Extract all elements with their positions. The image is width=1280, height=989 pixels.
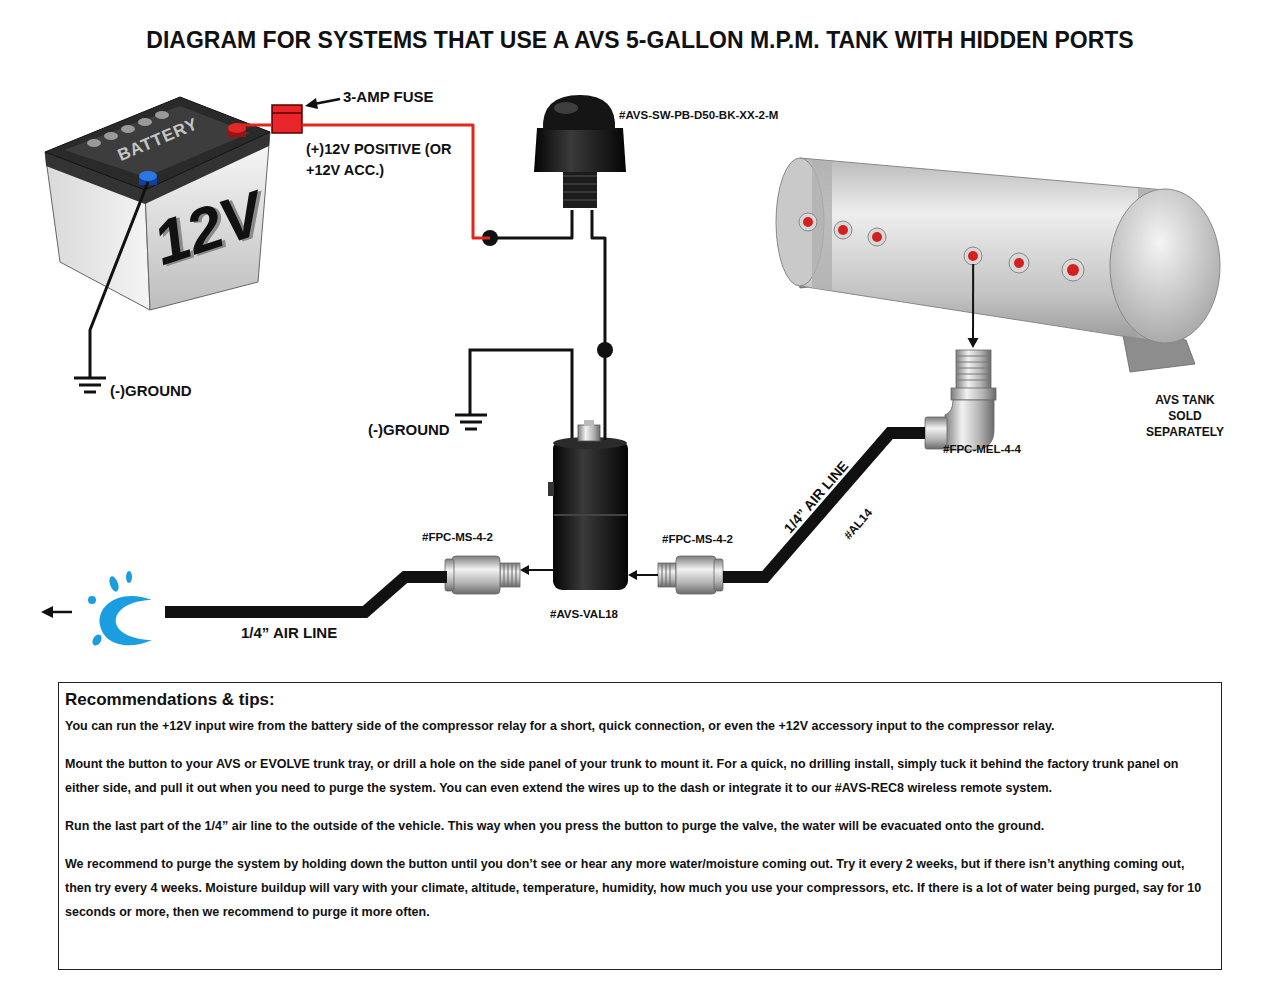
ground-wire <box>470 350 572 438</box>
connector-line <box>723 433 925 577</box>
ground-symbol <box>74 378 106 392</box>
battery-voltage: 12V <box>145 177 272 279</box>
battery-top-inner <box>64 106 250 177</box>
switch-button <box>543 95 615 130</box>
flow-arrow <box>628 570 658 580</box>
fuse-symbol <box>272 105 302 133</box>
vent-cap <box>138 118 152 126</box>
air-line <box>165 577 447 612</box>
wire-label: (+)12V POSITIVE (OR +12V ACC.) <box>306 139 476 181</box>
connector-line <box>237 123 272 126</box>
part-label: 3-AMP FUSE <box>343 88 434 105</box>
arrowhead <box>628 570 637 580</box>
ground-label: (-)GROUND <box>368 421 450 438</box>
switch-highlight <box>554 102 578 114</box>
tank-illustration <box>776 158 1220 372</box>
valve-illustration <box>548 420 628 590</box>
valve-stud <box>584 420 594 426</box>
valve-body <box>553 440 628 590</box>
flow-arrow <box>50 611 72 614</box>
ground-wire <box>90 182 148 378</box>
part-number: #AVS-SW-PB-D50-BK-XX-2-M <box>619 109 778 121</box>
drain-valve: #AVS-VAL18 <box>553 440 628 590</box>
fuse: 3-AMP FUSE <box>272 105 302 133</box>
switch-nut <box>534 128 626 172</box>
tips-box: Recommendations & tips: You can run the +… <box>58 682 1222 970</box>
connector-label: 1/4” AIR LINE <box>781 458 852 536</box>
part-number: #FPC-MS-4-2 <box>422 531 493 543</box>
connector-line <box>592 210 605 440</box>
vent-cap <box>155 111 169 119</box>
connector-line <box>490 210 572 238</box>
vent-cap <box>121 125 135 133</box>
leader-line <box>314 99 340 104</box>
straight-fitting: #FPC-MS-4-2 <box>445 553 520 597</box>
tips-paragraph: Run the last part of the 1/4” air line t… <box>65 814 1213 838</box>
water-splash <box>88 571 152 647</box>
flow-arrowhead <box>41 606 53 618</box>
tank-body <box>800 158 1165 342</box>
flow-arrow <box>520 565 553 575</box>
switch-thread <box>563 168 597 208</box>
ground-symbol <box>455 415 487 429</box>
fuse-detail <box>272 112 302 114</box>
title: DIAGRAM FOR SYSTEMS THAT USE A AVS 5-GAL… <box>0 27 1280 54</box>
junction-dot <box>597 342 613 358</box>
part-note: AVS TANK SOLD SEPARATELY <box>1139 392 1231 440</box>
junction-dot <box>482 230 498 246</box>
switch-wire <box>592 210 605 440</box>
part-number: #AVS-VAL18 <box>550 608 618 620</box>
elbow-fitting: #FPC-MEL-4-4 <box>925 348 996 448</box>
push-button-switch: #AVS-SW-PB-D50-BK-XX-2-M <box>532 95 624 210</box>
tips-paragraph: We recommend to purge the system by hold… <box>65 852 1213 924</box>
part-number: #FPC-MEL-4-4 <box>943 443 1021 455</box>
tips-heading: Recommendations & tips: <box>65 689 1213 711</box>
power-wire <box>237 124 272 125</box>
part-number: #AL14 <box>841 506 875 542</box>
line-label: 1/4” AIR LINE <box>241 624 337 641</box>
leader-arrowhead <box>305 98 318 109</box>
connector-line <box>972 264 974 340</box>
battery-top <box>45 97 270 190</box>
valve-port <box>548 482 554 496</box>
negative-terminal <box>139 171 157 181</box>
elbow-illustration <box>925 350 996 450</box>
valve-band <box>554 514 627 516</box>
port-arrow <box>968 264 979 348</box>
connector-line <box>302 125 490 238</box>
air-tank: AVS TANK SOLD SEPARATELY <box>772 152 1220 264</box>
switch-thread-lines <box>563 176 597 200</box>
power-wire <box>302 125 572 238</box>
tips-paragraph: You can run the +12V input wire from the… <box>65 714 1213 738</box>
fitting-illustration <box>445 556 520 594</box>
tank-dome <box>1110 189 1220 343</box>
air-line <box>723 433 925 577</box>
positive-terminal <box>228 123 246 133</box>
connector-line <box>635 574 658 576</box>
arrowhead <box>520 565 529 575</box>
battery: BATTERY12V <box>45 125 270 310</box>
straight-fitting: #FPC-MS-4-2 <box>658 553 723 597</box>
vent-cap <box>104 132 118 140</box>
tank-port <box>799 213 1084 281</box>
fitting-illustration <box>658 556 723 594</box>
battery-brand: BATTERY <box>115 114 201 166</box>
tips-paragraph: Mount the button to your AVS or EVOLVE t… <box>65 752 1213 800</box>
connector-line <box>527 569 553 571</box>
arrowhead <box>968 338 979 348</box>
push-button-illustration <box>534 95 626 208</box>
part-number: #FPC-MS-4-2 <box>662 533 733 545</box>
ground-label: (-)GROUND <box>110 382 192 399</box>
valve-nut <box>578 425 600 441</box>
vent-cap <box>87 139 101 147</box>
